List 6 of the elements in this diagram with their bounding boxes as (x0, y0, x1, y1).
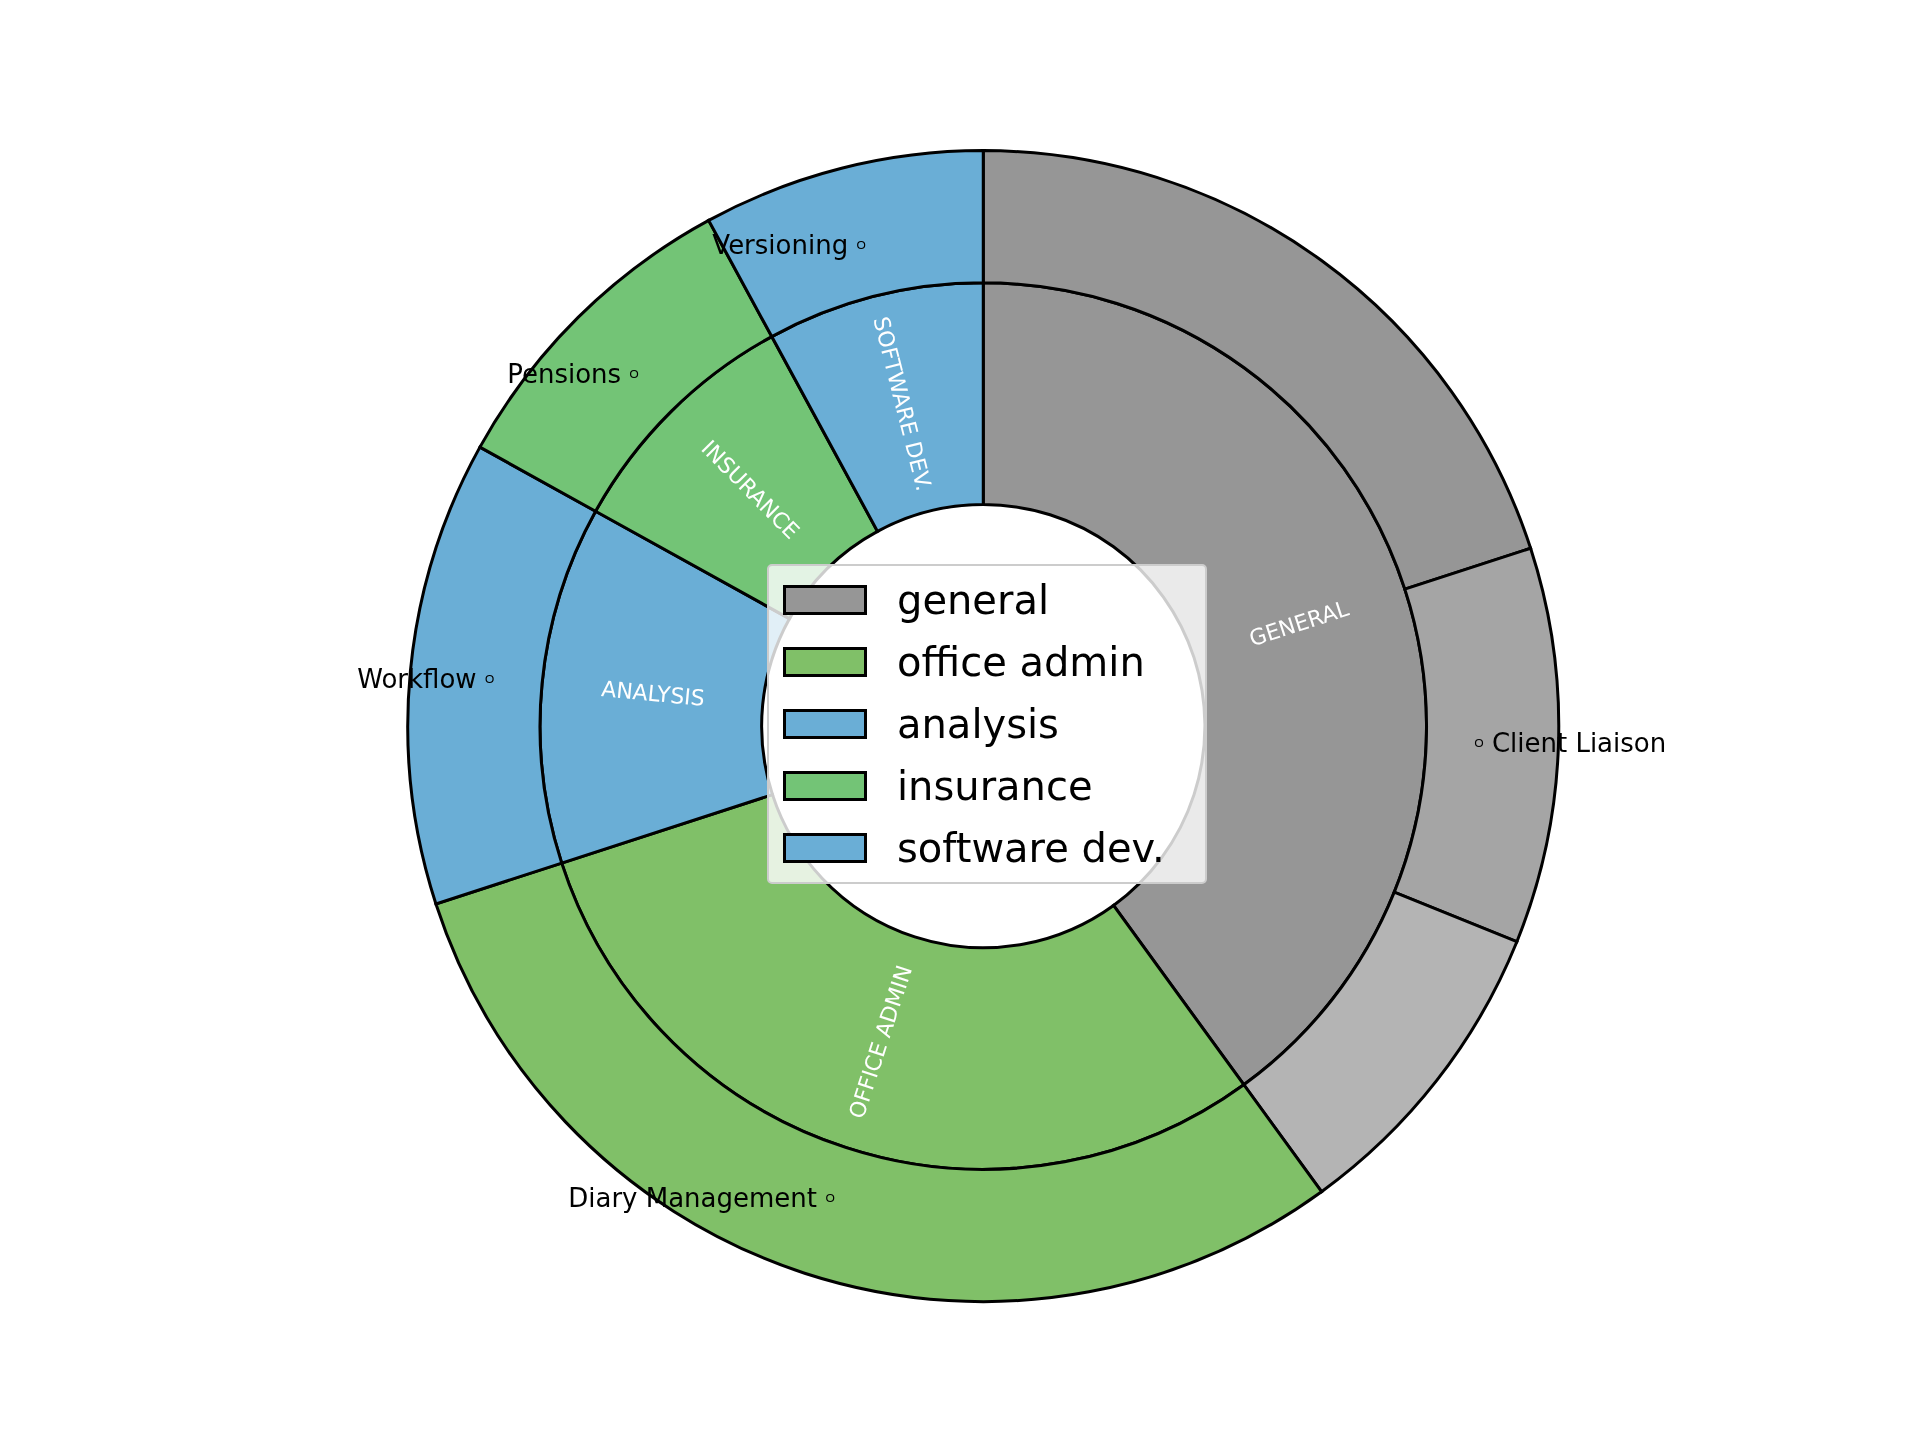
segment-label: ANALYSIS (600, 678, 706, 711)
legend-label: office admin (897, 642, 1145, 682)
legend-label: software dev. (897, 828, 1165, 868)
ring-segment (1242, 890, 1519, 1194)
ring-segment (434, 861, 1324, 1304)
legend-label: insurance (897, 766, 1093, 806)
